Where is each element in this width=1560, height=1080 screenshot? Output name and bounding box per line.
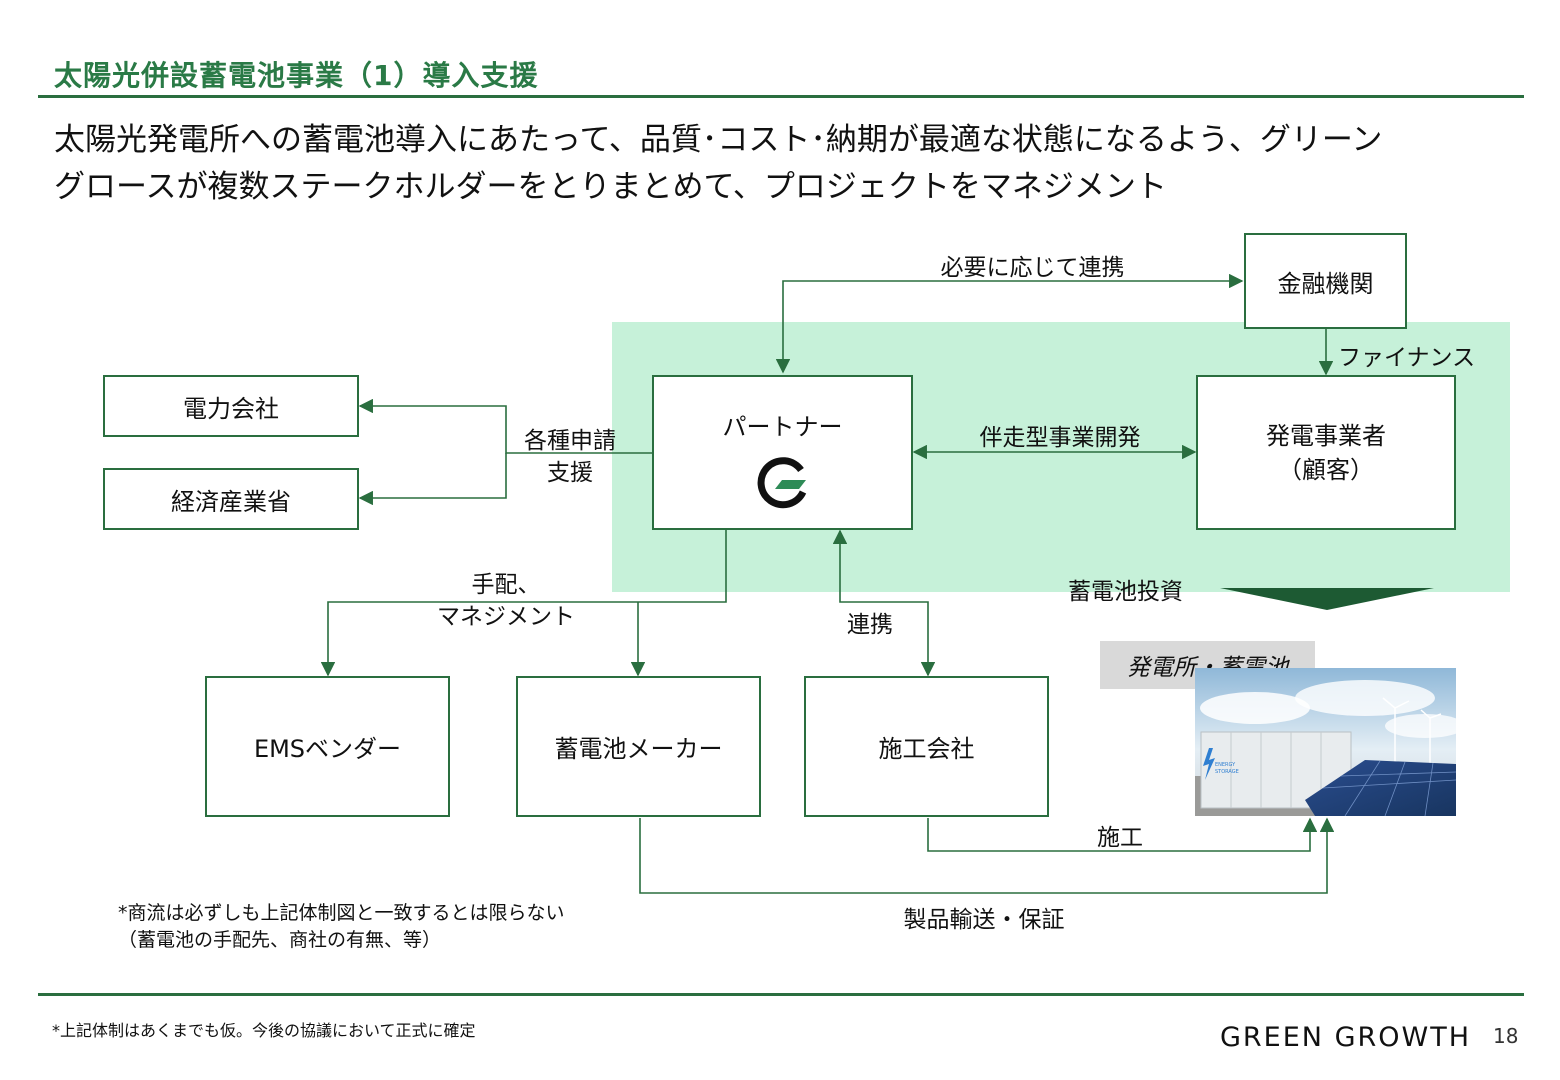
page-number: 18	[1493, 1024, 1519, 1048]
plant-battery-photo: ENERGY STORAGE	[1195, 668, 1456, 816]
label-arrange-line1: 手配、	[471, 572, 541, 598]
footer-divider	[38, 993, 1524, 996]
subtitle-line-2: グロースが複数ステークホルダーをとりまとめて、プロジェクトをマネジメント	[54, 169, 1167, 205]
label-cooperate-as-needed: 必要に応じて連携	[940, 255, 1125, 281]
container-text-2: STORAGE	[1215, 769, 1239, 775]
generator-label: 発電事業者	[1266, 421, 1386, 450]
label-application-line2: 支援	[547, 460, 593, 486]
header-divider	[38, 95, 1524, 98]
box-battery-maker: 蓄電池メーカー	[516, 676, 761, 817]
subtitle-line-1: 太陽光発電所への蓄電池導入にあたって、品質･コスト･納期が最適な状態になるよう、…	[54, 122, 1383, 158]
label-application-support: 各種申請 支援	[508, 425, 632, 489]
note-line-2: （蓄電池の手配先、商社の有無、等）	[118, 929, 442, 951]
label-transport-warranty: 製品輸送・保証	[903, 907, 1065, 933]
label-codevelopment: 伴走型事業開発	[979, 425, 1141, 451]
box-finance: 金融機関	[1244, 233, 1407, 329]
label-construction-work: 施工	[1097, 825, 1143, 851]
label-arrange-line2: マネジメント	[437, 604, 575, 630]
box-meti: 経済産業省	[103, 468, 359, 530]
box-construction-company: 施工会社	[804, 676, 1049, 817]
page-title: 太陽光併設蓄電池事業（1）導入支援	[54, 59, 539, 92]
box-ems-vendor: EMSベンダー	[205, 676, 450, 817]
label-arrange-management: 手配、 マネジメント	[420, 569, 592, 633]
label-battery-investment: 蓄電池投資	[1068, 579, 1183, 605]
box-generator: 発電事業者 （顧客）	[1196, 375, 1456, 530]
box-partner: パートナー	[652, 375, 913, 530]
label-application-line1: 各種申請	[524, 428, 616, 454]
label-cooperation: 連携	[847, 612, 893, 638]
footer-note: *上記体制はあくまでも仮。今後の協議において正式に確定	[52, 1021, 476, 1040]
green-growth-logo-icon	[757, 457, 806, 509]
container-text-1: ENERGY	[1215, 762, 1236, 768]
note-line-1: *商流は必ずしも上記体制図と一致するとは限らない	[118, 902, 565, 924]
label-finance: ファイナンス	[1338, 345, 1476, 371]
commercial-flow-note: *商流は必ずしも上記体制図と一致するとは限らない （蓄電池の手配先、商社の有無、…	[118, 900, 565, 954]
brand-logo: GREEN GROWTH	[1220, 1022, 1472, 1053]
box-power-company: 電力会社	[103, 375, 359, 437]
partner-label: パートナー	[722, 413, 843, 441]
generator-sublabel: （顧客）	[1278, 455, 1374, 484]
